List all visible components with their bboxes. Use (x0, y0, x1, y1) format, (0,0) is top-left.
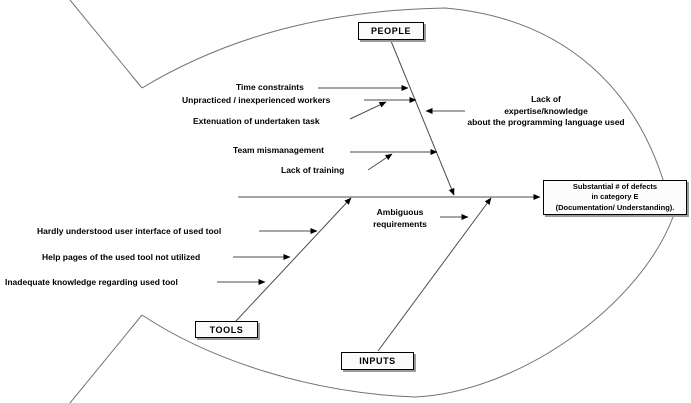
unpracticed-workers-label: Unpracticed / inexperienced workers (182, 95, 331, 105)
lack-of-expertise-line-3: about the programming language used (467, 117, 625, 127)
ambiguous-requirements-line-2: requirements (373, 218, 427, 229)
team-mismanagement-label: Team mismanagement (233, 145, 325, 155)
lack-of-training-arrow (367, 153, 393, 171)
inputs-category-label: INPUTS (359, 356, 396, 366)
inadequate-knowledge-label: Inadequate knowledge regarding used tool (5, 277, 178, 287)
people-category-box: PEOPLE (358, 22, 424, 40)
effect-line-2: in category E (591, 192, 639, 202)
ambiguous-requirements-line-1: Ambiguous (376, 207, 424, 217)
ambiguous-requirements-label: Ambiguous requirements (360, 207, 440, 230)
lack-of-expertise-line-1: Lack of (531, 94, 561, 104)
lack-of-expertise-label: Lack of expertise/knowledge about the pr… (438, 94, 654, 129)
lack-of-expertise-line-2: expertise/knowledge (504, 105, 588, 116)
time-constraints-label: Time constraints (236, 82, 304, 92)
effect-box: Substantial # of defects in category E (… (543, 180, 687, 215)
user-interface-label: Hardly understood user interface of used… (37, 226, 222, 236)
tools-category-label: TOOLS (209, 324, 244, 335)
people-category-label: PEOPLE (370, 26, 412, 36)
extenuation-label: Extenuation of undertaken task (193, 116, 320, 126)
fish-body-bottom-arc (141, 216, 674, 398)
tools-category-box: TOOLS (195, 321, 258, 338)
help-pages-label: Help pages of the used tool not utilized (42, 252, 201, 262)
fish-tail-top-line (69, 0, 143, 89)
extenuation-arrow (349, 101, 387, 120)
tools-bone-line (235, 197, 352, 322)
lack-of-training-label: Lack of training (281, 165, 345, 175)
effect-line-1: Substantial # of defects (572, 181, 658, 191)
people-bone-line (390, 40, 455, 196)
fish-tail-bottom-line (69, 314, 143, 403)
inputs-category-box: INPUTS (341, 352, 414, 370)
inputs-bone-line (377, 197, 492, 352)
effect-line-3: (Documentation/ Understanding). (555, 202, 675, 212)
fish-body-top-arc (141, 7, 674, 218)
